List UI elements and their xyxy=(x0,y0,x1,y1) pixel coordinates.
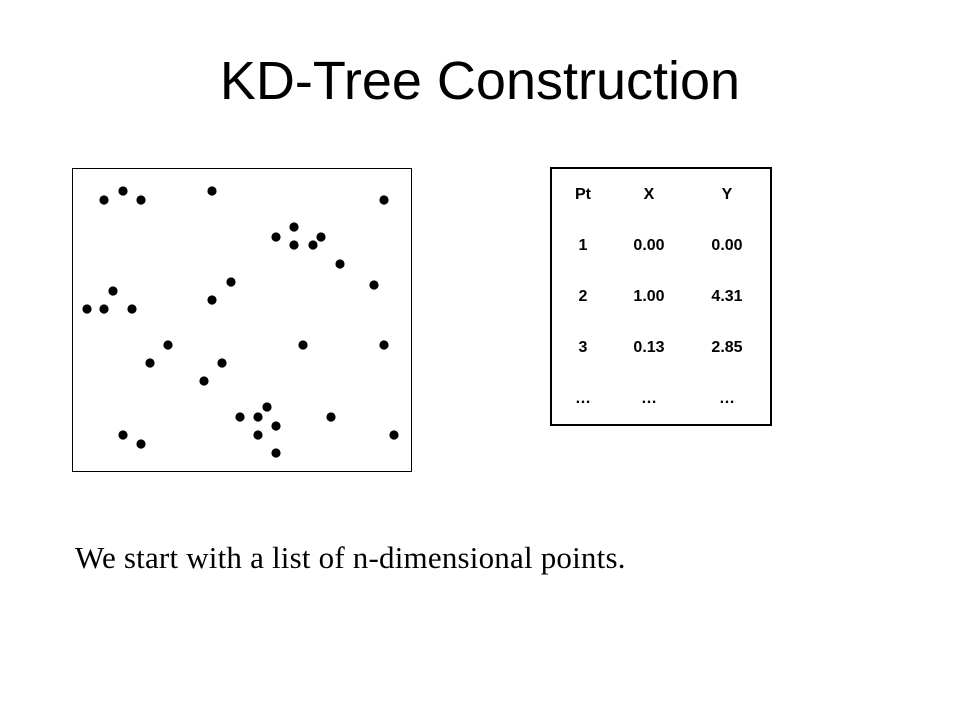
header-y: Y xyxy=(684,167,772,220)
table-header-row: Pt X Y xyxy=(550,167,772,220)
header-pt: Pt xyxy=(550,167,614,220)
data-point xyxy=(99,195,109,205)
data-point xyxy=(289,240,299,250)
data-point xyxy=(289,222,299,232)
points-table: Pt X Y 1 0.00 0.00 2 1.00 4.31 3 0.13 2.… xyxy=(550,167,772,426)
data-point xyxy=(389,430,399,440)
table-row: … … … xyxy=(550,373,772,426)
data-point xyxy=(127,304,137,314)
data-point xyxy=(235,412,245,422)
table-row: 2 1.00 4.31 xyxy=(550,271,772,322)
cell-y: 0.00 xyxy=(684,220,772,271)
data-point xyxy=(308,240,318,250)
cell-x: … xyxy=(614,373,684,426)
data-point xyxy=(326,412,336,422)
data-point xyxy=(271,448,281,458)
cell-pt: 3 xyxy=(550,322,614,373)
data-point xyxy=(316,232,326,242)
point-scatter-panel xyxy=(72,168,412,472)
data-point xyxy=(217,358,227,368)
data-point xyxy=(145,358,155,368)
data-point xyxy=(82,304,92,314)
data-point xyxy=(136,195,146,205)
data-point xyxy=(298,340,308,350)
data-point xyxy=(108,286,118,296)
data-point xyxy=(118,186,128,196)
data-point xyxy=(253,412,263,422)
data-point xyxy=(118,430,128,440)
data-point xyxy=(136,439,146,449)
cell-y: 2.85 xyxy=(684,322,772,373)
table-row: 3 0.13 2.85 xyxy=(550,322,772,373)
table-row: 1 0.00 0.00 xyxy=(550,220,772,271)
data-point xyxy=(379,340,389,350)
data-point xyxy=(226,277,236,287)
data-point xyxy=(207,186,217,196)
slide-title: KD-Tree Construction xyxy=(219,51,741,111)
data-point xyxy=(262,402,272,412)
data-point xyxy=(335,259,345,269)
cell-pt: … xyxy=(550,373,614,426)
cell-pt: 2 xyxy=(550,271,614,322)
data-point xyxy=(253,430,263,440)
header-x: X xyxy=(614,167,684,220)
cell-x: 0.00 xyxy=(633,236,665,254)
slide-caption: We start with a list of n-dimensional po… xyxy=(75,540,626,575)
cell-x: 1.00 xyxy=(633,287,665,305)
data-point xyxy=(199,376,209,386)
data-point xyxy=(369,280,379,290)
data-point xyxy=(271,232,281,242)
cell-x: 0.13 xyxy=(633,338,665,356)
data-point xyxy=(379,195,389,205)
cell-y: 4.31 xyxy=(684,271,772,322)
cell-y: … xyxy=(684,373,772,426)
data-point xyxy=(207,295,217,305)
data-point xyxy=(99,304,109,314)
cell-pt: 1 xyxy=(550,220,614,271)
scatter-plot xyxy=(82,186,399,458)
data-point xyxy=(163,340,173,350)
data-point xyxy=(271,421,281,431)
